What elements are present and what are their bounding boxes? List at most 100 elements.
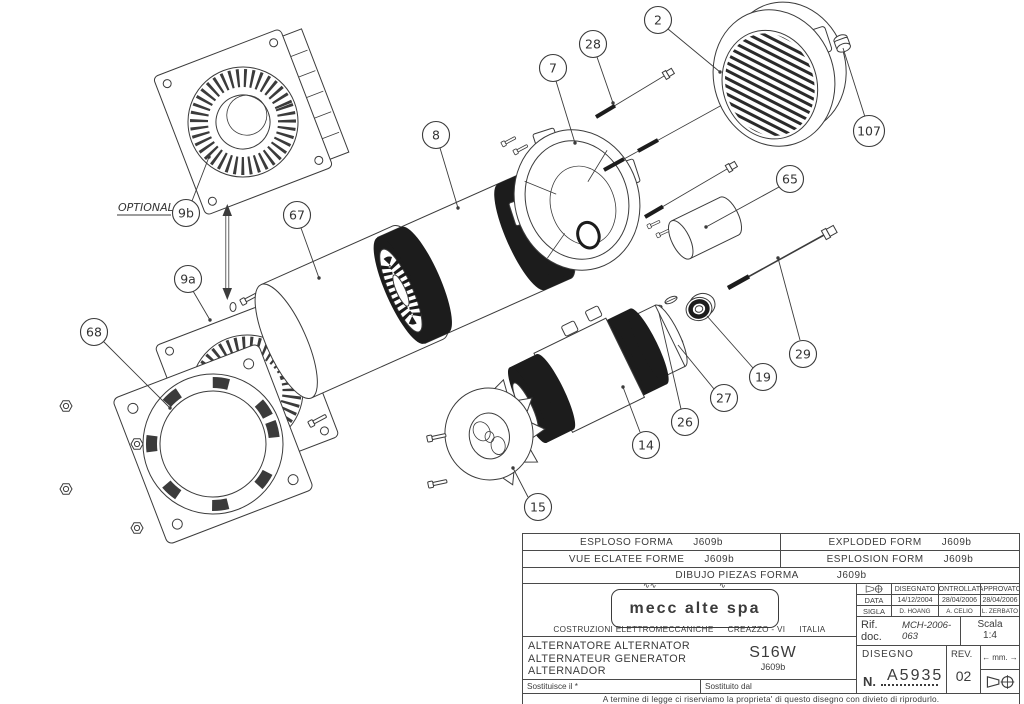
balloon-8: 8 [421,120,451,150]
form-value: J609b [704,553,735,565]
svg-text:9a: 9a [180,272,196,287]
company-country: ITALIA [799,625,826,634]
svg-text:7: 7 [549,61,557,76]
rif-doc-label: Rif. doc. [861,619,882,643]
part-bracket [508,127,641,271]
screw-icon [655,227,671,239]
form-value: J609b [693,536,723,548]
leader-lines [102,28,866,498]
company-logo: mecc alte spa [611,589,779,628]
logo-ornament: ∿∿ [643,581,657,590]
screw-icon [500,134,517,148]
balloon-67: 67 [282,200,312,230]
product-name: ALTERNATEUR GENERATOR [528,652,687,665]
logo-text: mecc alte spa [629,599,761,617]
svg-text:67: 67 [289,208,305,223]
nut-icon [59,400,73,412]
form-label: ESPLOSO FORMA [580,536,674,548]
disegno-cell: DISEGNO N. A5935 [856,646,946,693]
balloon-2: 2 [643,5,673,35]
part-bearing [685,292,716,322]
rev-label: REV. [951,649,973,660]
date-approvato: 28/04/2006 [980,595,1019,606]
balloon-14: 14 [631,430,661,460]
balloon-29: 29 [788,339,818,369]
nut-icon [130,522,144,534]
product-names: ALTERNATORE ALTERNATOR ALTERNATEUR GENER… [528,640,690,678]
svg-text:14: 14 [638,438,654,453]
svg-text:27: 27 [716,391,732,406]
balloon-107: 107 [852,114,886,148]
form-value: J609b [836,570,867,581]
scala-label: Scala [977,619,1003,630]
projection-icon-large [980,670,1019,693]
balloon-15: 15 [523,492,553,522]
form-value: J609b [941,536,972,548]
washer-icon [229,302,237,312]
interchange-arrow [222,204,232,300]
form-value: J609b [943,553,974,565]
date-controllato: 28/04/2006 [938,595,980,606]
product-name: ALTERNATORE ALTERNATOR [528,640,691,652]
dim-arrow-left-icon: ← [982,653,991,662]
svg-text:28: 28 [585,37,601,52]
balloon-65: 65 [775,164,805,194]
company-name: COSTRUZIONI ELETTROMECCANICHE [553,625,714,634]
part-rear-cover [711,1,847,148]
balloon-26: 26 [670,407,700,437]
rif-doc-cell: Rif. doc. MCH-2006-063 [856,617,960,646]
svg-text:107: 107 [857,124,881,139]
label-sigla: SIGLA [856,606,891,617]
header-disegnato: DISEGNATO [891,584,938,595]
form-row-exploded: EXPLODED FORM J609b [781,534,1019,551]
part-through-bolt [726,224,838,290]
svg-text:26: 26 [677,415,693,430]
svg-text:OPTIONAL: OPTIONAL [118,201,174,214]
sostituito-cell: Sostituito dal [701,679,856,693]
title-block: ESPLOSO FORMA J609b EXPLODED FORM J609b … [522,533,1020,704]
optional-label: OPTIONAL [117,201,174,216]
part-housing-optional [153,28,350,215]
form-label: VUE ECLATEE FORME [568,553,685,565]
units-label: mm. [992,653,1008,662]
svg-text:29: 29 [795,347,811,362]
balloon-27: 27 [709,383,739,413]
disegno-n: N. [863,674,876,689]
svg-text:8: 8 [432,128,440,143]
balloon-9b: 9b [171,198,201,228]
disegno-dotted-line [881,684,938,686]
form-label: DIBUJO PIEZAS FORMA [675,570,799,581]
units-cell: ← mm. → [980,646,1019,670]
svg-text:9b: 9b [178,206,194,221]
svg-text:68: 68 [86,325,102,340]
sigla-controllato: A. CELIO [938,606,980,617]
label-data: DATA [856,595,891,606]
scala-cell: Scala 1:4 [960,617,1019,646]
balloon-68: 68 [79,317,109,347]
part-flange [113,344,313,544]
company-city: CREAZZO - VI [727,625,786,634]
balloon-7: 7 [538,53,568,83]
rev-value: 02 [955,668,972,684]
rev-cell: REV. 02 [946,646,980,693]
dim-arrow-right-icon: → [1009,653,1018,662]
logo-ornament: ∿ [719,581,726,590]
disegno-label: DISEGNO [862,649,914,660]
header-controllato: CONTROLLATO [938,584,980,595]
header-approvato: APPROVATO [980,584,1019,595]
screw-icon [646,218,662,230]
disegno-number: A5935 [887,667,944,684]
projection-icon-small [856,584,891,595]
svg-text:2: 2 [654,13,662,28]
product-name: ALTERNADOR [528,665,606,677]
balloon-9a: 9a [173,264,203,294]
form-row-esploso: ESPLOSO FORMA J609b [523,534,781,551]
form-label: ESPLOSION FORM [826,553,924,565]
form-label: EXPLODED FORM [828,536,922,548]
form-row-vue: VUE ECLATEE FORME J609b [523,551,781,568]
part-cap [833,34,851,53]
form-row-dibujo: DIBUJO PIEZAS FORMA J609b [523,568,1019,584]
product-form: J609b [760,662,786,672]
